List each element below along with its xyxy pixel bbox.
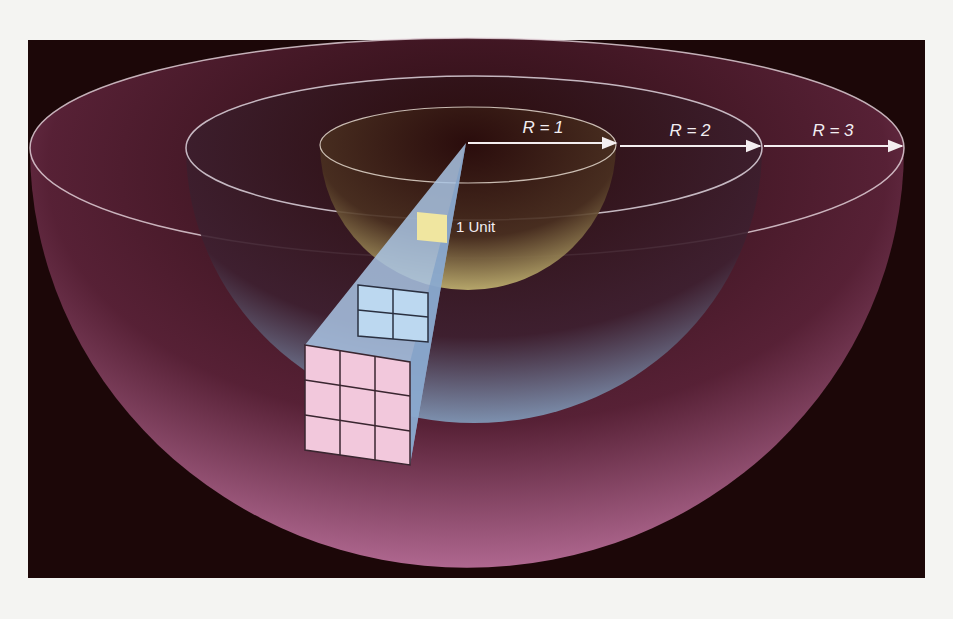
inner-hemisphere [320,107,616,290]
unit-label: 1 Unit [456,218,495,235]
inner-rim [320,107,616,183]
radius-arrow [468,142,616,144]
radius-label: R = 3 [812,121,853,141]
radius-label: R = 1 [522,118,563,138]
radius-arrow [620,145,760,147]
middle-hemisphere [186,76,762,423]
radius-label: R = 2 [669,121,710,141]
light-pyramid [305,143,466,465]
unit-square [417,212,447,243]
four-unit-square [358,285,428,342]
outer-hemisphere [30,38,904,568]
radius-arrow [764,145,902,147]
nine-unit-square [305,345,410,465]
